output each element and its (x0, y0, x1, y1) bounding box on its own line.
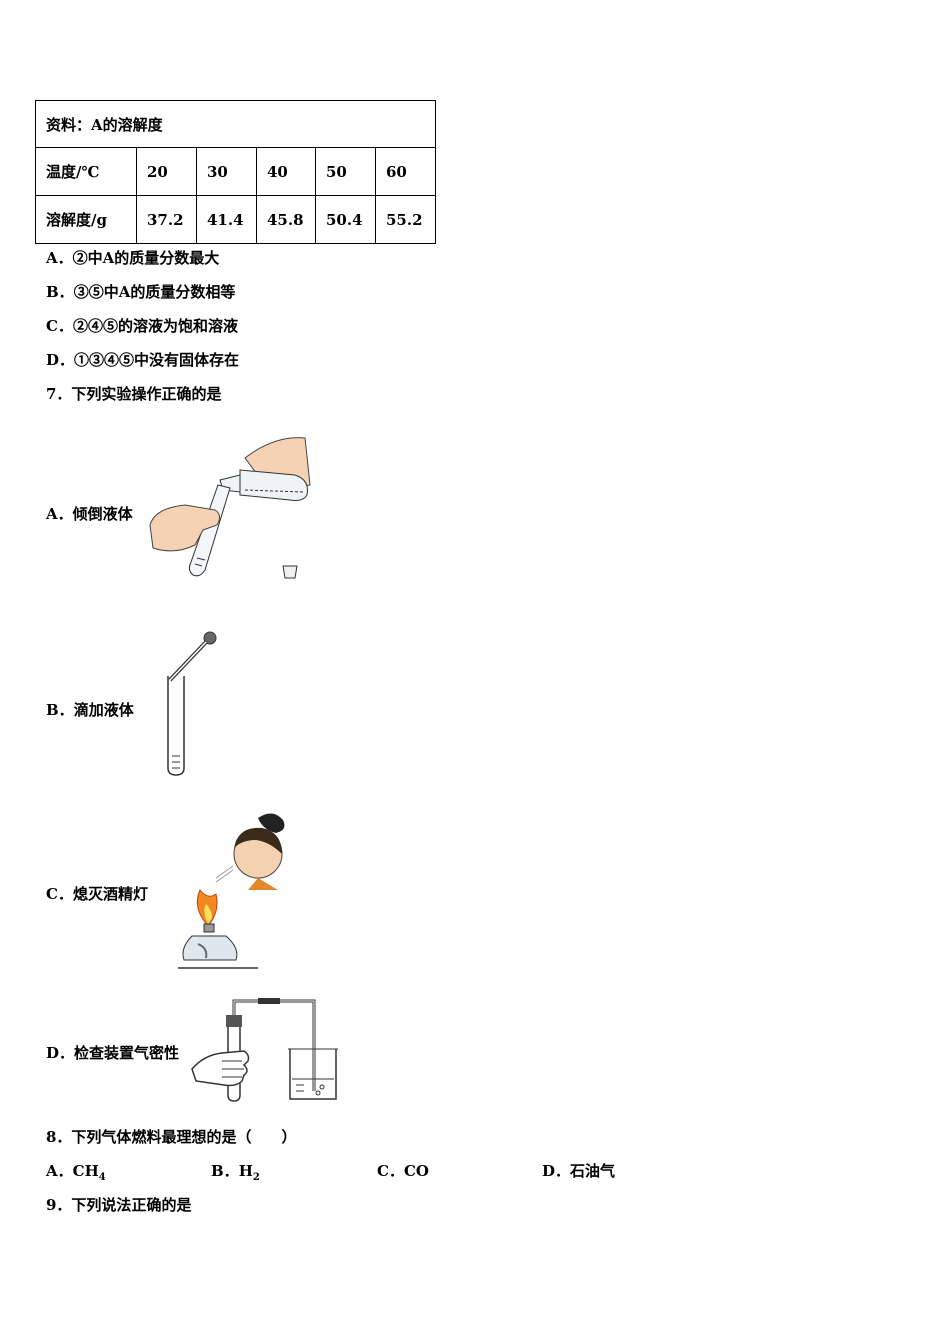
q7-option-d[interactable]: D．检查装置气密性 (46, 1042, 179, 1063)
airtightness-check-illustration (191, 998, 338, 1102)
option-text: ②中A的质量分数最大 (72, 249, 220, 267)
option-text: CH (72, 1162, 99, 1180)
extinguishing-lamp-illustration (178, 813, 285, 969)
table-cell: 30 (196, 147, 257, 196)
q7-option-c[interactable]: C．熄灭酒精灯 (46, 883, 148, 904)
option-text: ②④⑤的溶液为饱和溶液 (72, 317, 238, 335)
option-text: ①③④⑤中没有固体存在 (74, 351, 240, 369)
option-text: 石油气 (570, 1162, 616, 1180)
dropping-liquid-illustration (167, 631, 217, 776)
option-text: 滴加液体 (73, 701, 134, 719)
table-row-temperature: 温度/℃ 20 30 40 50 60 (35, 147, 437, 196)
option-text: CO (403, 1162, 429, 1180)
option-letter: B． (211, 1162, 239, 1180)
option-letter: A． (46, 505, 73, 523)
table-cell: 50 (315, 147, 376, 196)
table-cell: 37.2 (136, 195, 197, 244)
option-letter: C． (46, 885, 73, 903)
q6-option-b[interactable]: B．③⑤中A的质量分数相等 (46, 281, 235, 302)
option-text: ③⑤中A的质量分数相等 (73, 283, 236, 301)
q7-option-a[interactable]: A．倾倒液体 (46, 503, 133, 524)
q8-option-c[interactable]: C．CO (377, 1160, 429, 1181)
table-cell: 20 (136, 147, 197, 196)
solubility-table: 资料：A的溶解度 温度/℃ 20 30 40 50 60 溶解度/g 37.2 … (34, 100, 437, 244)
option-letter: B． (46, 283, 74, 301)
table-cell: 50.4 (315, 195, 376, 244)
option-letter: D． (46, 351, 75, 369)
option-letter: A． (46, 1162, 73, 1180)
option-letter: D． (542, 1162, 571, 1180)
table-cell: 60 (374, 147, 437, 196)
q7-stem: 7．下列实验操作正确的是 (46, 385, 222, 403)
table-title: 资料：A的溶解度 (34, 100, 437, 148)
option-subscript: 2 (252, 1172, 260, 1183)
option-text: 熄灭酒精灯 (72, 885, 148, 903)
table-cell: 45.8 (256, 195, 316, 244)
table-cell: 溶解度/g (35, 195, 137, 244)
option-text: 检查装置气密性 (74, 1044, 180, 1062)
table-cell: 40 (256, 147, 316, 196)
q7-option-b[interactable]: B．滴加液体 (46, 699, 134, 720)
option-text: H (238, 1162, 253, 1180)
option-text: 倾倒液体 (72, 505, 133, 523)
q6-option-c[interactable]: C．②④⑤的溶液为饱和溶液 (46, 315, 238, 336)
q6-option-a[interactable]: A．②中A的质量分数最大 (46, 247, 219, 268)
q8-option-b[interactable]: B．H2 (211, 1160, 260, 1183)
option-letter: A． (46, 249, 73, 267)
table-cell: 温度/℃ (35, 147, 137, 196)
q9-stem: 9．下列说法正确的是 (46, 1196, 192, 1214)
q8-stem: 8．下列气体燃料最理想的是（ ） (46, 1128, 297, 1146)
option-letter: B． (46, 701, 74, 719)
pouring-liquid-illustration (149, 437, 311, 579)
option-letter: D． (46, 1044, 75, 1062)
table-cell: 55.2 (374, 195, 437, 244)
q8-option-a[interactable]: A．CH4 (46, 1160, 106, 1183)
option-letter: C． (377, 1162, 404, 1180)
option-subscript: 4 (98, 1172, 106, 1183)
table-cell: 41.4 (196, 195, 257, 244)
table-row-solubility: 溶解度/g 37.2 41.4 45.8 50.4 55.2 (35, 195, 437, 244)
option-letter: C． (46, 317, 73, 335)
q8-option-d[interactable]: D．石油气 (542, 1160, 615, 1181)
q6-option-d[interactable]: D．①③④⑤中没有固体存在 (46, 349, 239, 370)
